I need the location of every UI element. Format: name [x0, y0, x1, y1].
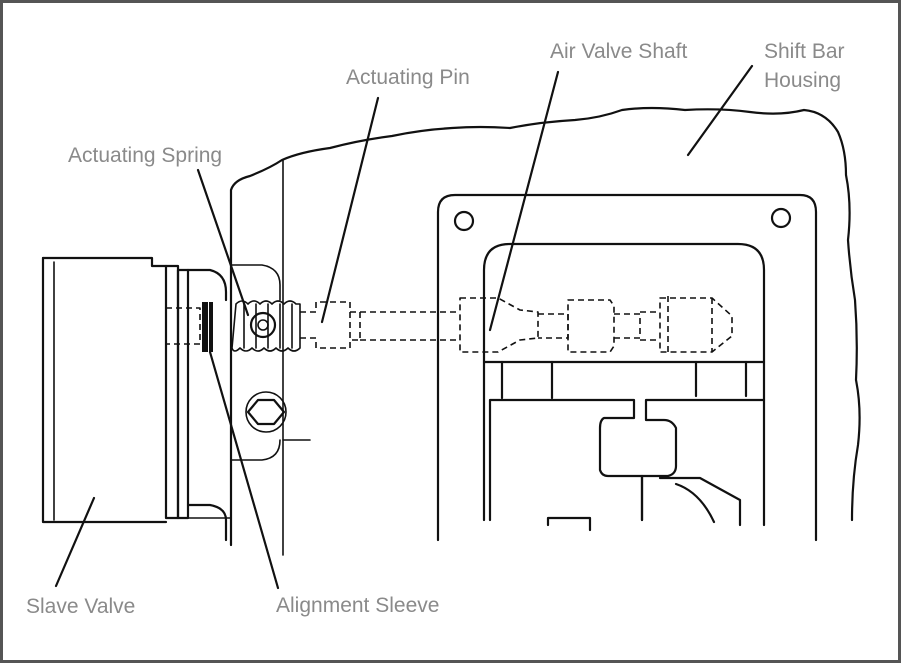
cover-screw-right	[770, 207, 792, 229]
leader-actuating-spring	[196, 168, 250, 317]
leader-alignment-sleeve	[208, 350, 280, 590]
label-air-valve-shaft: Air Valve Shaft	[550, 40, 688, 63]
label-alignment-sleeve: Alignment Sleeve	[276, 594, 439, 617]
leader-slave-valve	[54, 496, 96, 588]
leader-shift-bar-housing	[686, 64, 754, 157]
cover-screw-left	[453, 210, 475, 232]
actuating-pin-assembly	[165, 296, 733, 354]
label-actuating-spring: Actuating Spring	[68, 144, 222, 167]
label-shift-bar-housing-line2: Housing	[764, 69, 841, 92]
leader-actuating-pin	[320, 96, 380, 324]
internal-shift-components	[482, 360, 766, 532]
label-actuating-pin: Actuating Pin	[346, 66, 470, 89]
leader-air-valve-shaft	[488, 70, 560, 332]
shift-bar-housing-outline	[229, 106, 861, 547]
cover-window	[482, 242, 766, 527]
label-slave-valve: Slave Valve	[26, 595, 135, 618]
slave-valve-body	[41, 256, 232, 542]
bolt-head	[245, 391, 287, 433]
cover-plate-outer	[436, 193, 818, 542]
label-shift-bar-housing-line1: Shift Bar	[764, 40, 845, 63]
